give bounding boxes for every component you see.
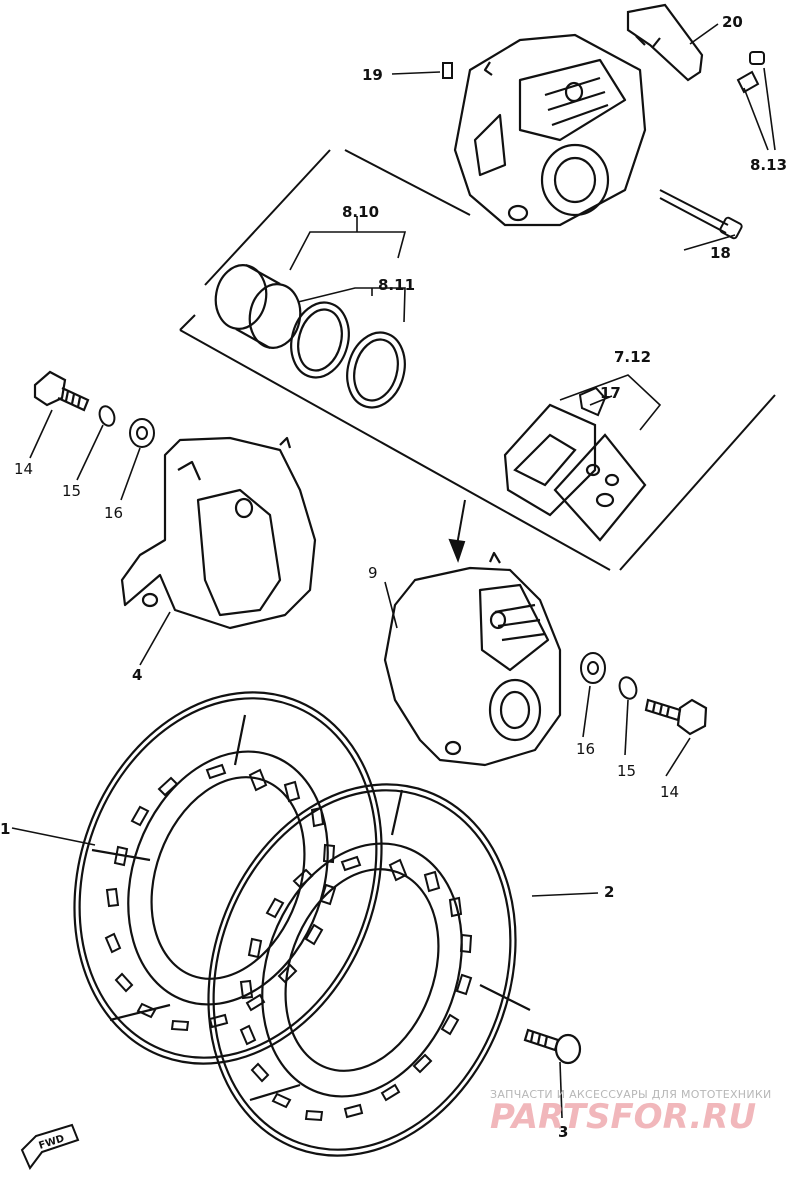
watermark-brand: PARTSFOR.RU (490, 1097, 756, 1137)
callout-20: 20 (722, 13, 743, 31)
callout-2: 2 (604, 883, 614, 901)
pad-spring-17 (578, 386, 607, 417)
bleeder-screw-20 (626, 3, 704, 82)
callout-17: 17 (600, 384, 621, 402)
brake-disc-2 (207, 783, 531, 1157)
callout-labels: 20 19 8.13 8.10 8.11 18 7.12 17 14 15 16… (0, 13, 787, 1141)
washer-16-right (580, 652, 606, 684)
watermark: ЗАПЧАСТИ И АКСЕССУАРЫ ДЛЯ МОТОТЕХНИКИ PA… (490, 1088, 772, 1137)
callout-18: 18 (710, 244, 731, 262)
callout-14-right: 14 (660, 783, 679, 801)
disc-1-slots (104, 763, 337, 1032)
callout-8-10: 8.10 (342, 203, 379, 221)
piston-8-10 (214, 264, 302, 349)
washer-15-right (618, 676, 638, 700)
callout-15-left: 15 (62, 482, 81, 500)
callout-14-left: 14 (14, 460, 33, 478)
callout-19: 19 (362, 66, 383, 84)
assembly-arrow (448, 499, 466, 563)
bolt-14-left (33, 370, 90, 412)
callout-15-right: 15 (617, 762, 636, 780)
pin-19 (442, 62, 453, 79)
callout-7-12: 7.12 (614, 348, 651, 366)
watermark-tagline: ЗАПЧАСТИ И АКСЕССУАРЫ ДЛЯ МОТОТЕХНИКИ (490, 1088, 772, 1101)
upper-caliper-assembly (453, 33, 647, 227)
seals-8-11 (290, 301, 406, 409)
callout-8-13: 8.13 (750, 156, 787, 174)
brake-pads-7-12 (503, 403, 647, 542)
disc-bolt-3 (523, 1028, 582, 1065)
caliper-9 (383, 551, 562, 767)
callout-16-left: 16 (104, 504, 123, 522)
callout-16-right: 16 (576, 740, 595, 758)
callout-8-11: 8.11 (378, 276, 415, 294)
bleeder-caps-8-13 (736, 51, 765, 94)
callout-9: 9 (368, 564, 378, 582)
washer-16-left (129, 418, 155, 448)
leader-lines (11, 23, 776, 1119)
seal-kit-outline (179, 149, 776, 571)
caliper-4 (120, 436, 317, 630)
callout-1: 1 (0, 820, 10, 838)
disc-2-slots (239, 855, 473, 1122)
brake-disc-1 (73, 691, 383, 1065)
caliper-bolt-18 (659, 189, 743, 240)
forward-direction-marker: FWD (20, 1123, 80, 1170)
bolt-14-right (644, 698, 708, 736)
callout-4: 4 (132, 666, 142, 684)
callout-3: 3 (558, 1123, 568, 1141)
washer-15-left (98, 405, 116, 427)
